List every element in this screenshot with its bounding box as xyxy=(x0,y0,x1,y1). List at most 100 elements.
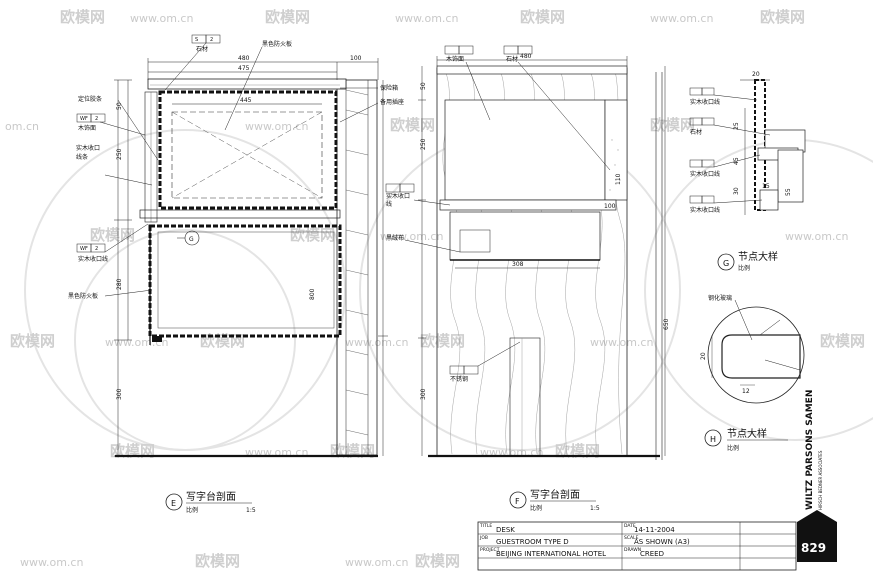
watermark-brand: 欧模网 xyxy=(415,552,460,570)
sheet-number: 829 xyxy=(801,541,826,555)
dim-label: 100 xyxy=(350,55,362,62)
tag-code: S xyxy=(195,37,198,43)
firm-vertical-name: WILTZ PARSONS SAMEN xyxy=(805,390,815,510)
note-fire-panel-2: 黑色防火板 xyxy=(68,292,98,300)
note-wood-trim-2: 实木收口线 xyxy=(78,255,108,263)
dim-label: 55 xyxy=(785,188,792,196)
firm-name: HIRSCH BEDNER ASSOCIATES xyxy=(818,450,823,510)
detail-marker-letter: H xyxy=(710,435,716,444)
date-label: DATE xyxy=(624,523,636,529)
watermark-brand: 欧模网 xyxy=(10,332,55,350)
note-safe: 保险箱 xyxy=(380,84,398,92)
detail-h: 20 12 钢化玻璃 H 节点大样 比例 xyxy=(700,294,805,452)
note-wood-trim: 实木收口线 xyxy=(690,206,720,214)
note-wood-trim: 实木收口线条 xyxy=(76,145,101,161)
title-block: TITLE DESK JOB GUESTROOM TYPE D PROJECT … xyxy=(477,390,837,571)
note-wood-trim: 实木收口线 xyxy=(690,170,720,178)
watermark-url: www.om.cn xyxy=(130,12,193,25)
dim-label: 25 xyxy=(733,122,740,130)
drawn-label: DRAWN xyxy=(624,547,641,553)
dim-label: 250 xyxy=(420,138,427,150)
note-socket: 备用插座 xyxy=(380,98,404,106)
watermark-brand: 欧模网 xyxy=(60,8,105,26)
dim-label: 20 xyxy=(700,352,707,360)
section-f-title: 写字台剖面 xyxy=(530,488,580,501)
note-stone: 石材 xyxy=(506,55,518,63)
watermark-url: www.om.cn xyxy=(345,556,408,569)
watermark-brand: 欧模网 xyxy=(760,8,805,26)
watermark-url: www.om.cn xyxy=(20,556,83,569)
section-e-title: 写字台剖面 xyxy=(186,490,236,503)
dim-label: 100 xyxy=(604,203,616,210)
note-wood-trim: 实木收口线 xyxy=(690,98,720,106)
note-glue-strip: 定位胶条 xyxy=(78,95,102,103)
note-wood-trim: 实木收口线 xyxy=(386,193,411,208)
section-f-scale-label: 比例 xyxy=(530,504,542,512)
dim-label: 480 xyxy=(520,53,532,60)
section-marker-letter: F xyxy=(515,497,520,506)
title-label: TITLE xyxy=(479,523,492,529)
section-e-scale: 1:5 xyxy=(246,507,256,514)
dim-label: 110 xyxy=(615,173,622,185)
job-value: GUESTROOM TYPE D xyxy=(496,538,569,546)
dim-label: 45 xyxy=(733,157,740,165)
watermark-brand: 欧模网 xyxy=(90,226,135,244)
note-glass: 钢化玻璃 xyxy=(708,294,732,302)
scale-value: AS SHOWN (A3) xyxy=(634,538,690,546)
watermark-brand: 欧模网 xyxy=(265,8,310,26)
watermark-brand: 欧模网 xyxy=(290,226,335,244)
dim-label: 475 xyxy=(238,65,250,72)
watermark-brand: 欧模网 xyxy=(420,332,465,350)
dim-label: 445 xyxy=(240,97,252,104)
tag-code: WF xyxy=(80,116,88,122)
watermark-brand: 欧模网 xyxy=(820,332,865,350)
watermark-url: www.om.cn xyxy=(380,230,443,243)
section-e-scale-label: 比例 xyxy=(186,506,198,514)
watermark-url: om.cn xyxy=(5,120,39,133)
watermark-url: www.om.cn xyxy=(785,230,848,243)
detail-g-title: 节点大样 xyxy=(738,250,778,263)
detail-h-scale-label: 比例 xyxy=(727,444,739,452)
dim-label: 15 xyxy=(762,183,770,190)
dim-label: 50 xyxy=(116,102,123,110)
dim-label: 12 xyxy=(742,388,750,395)
watermark-brand: 欧模网 xyxy=(650,116,695,134)
dim-label: 300 xyxy=(420,388,427,400)
watermark-url: www.om.cn xyxy=(245,120,308,133)
project-value: BEIJING INTERNATIONAL HOTEL xyxy=(496,550,606,558)
dim-label: 800 xyxy=(309,288,316,300)
detail-marker-h xyxy=(704,429,722,447)
tag-code: WF xyxy=(80,246,88,252)
dim-label: 280 xyxy=(116,278,123,290)
note-stone: 石材 xyxy=(690,128,702,136)
watermark-brand: 欧模网 xyxy=(520,8,565,26)
detail-h-title: 节点大样 xyxy=(727,427,767,440)
detail-marker-letter: G xyxy=(723,259,729,268)
dim-label: 20 xyxy=(752,71,760,78)
watermark-brand: 欧模网 xyxy=(195,552,240,570)
dim-label: 650 xyxy=(663,318,670,330)
section-e: 480 100 475 445 50 250 280 300 800 xyxy=(68,34,404,514)
dim-label: 250 xyxy=(116,148,123,160)
detail-marker-g xyxy=(717,253,735,271)
note-steel: 不锈钢 xyxy=(450,375,468,383)
cut-marker: G xyxy=(189,236,194,243)
section-marker-e xyxy=(165,493,183,511)
dim-label: 308 xyxy=(512,261,524,268)
tag-code: 2 xyxy=(210,37,213,43)
note-fire-panel: 黑色防火板 xyxy=(262,40,292,48)
dim-label: 480 xyxy=(238,55,250,62)
section-f: 480 50 250 300 650 110 308 100 木饰面 石材 实木… xyxy=(385,45,670,512)
watermark-url: www.om.cn xyxy=(650,12,713,25)
section-f-scale: 1:5 xyxy=(590,505,600,512)
watermark-brand: 欧模网 xyxy=(555,442,600,460)
section-marker-f xyxy=(509,491,527,509)
dim-label: 30 xyxy=(733,187,740,195)
job-label: JOB xyxy=(479,535,488,541)
section-marker-letter: E xyxy=(171,499,176,508)
dim-label: 50 xyxy=(420,82,427,90)
watermark-brand: 欧模网 xyxy=(390,116,435,134)
date-value: 14-11-2004 xyxy=(634,526,675,534)
scale-label: SCALE xyxy=(624,535,639,541)
tag-code: 2 xyxy=(95,116,98,122)
